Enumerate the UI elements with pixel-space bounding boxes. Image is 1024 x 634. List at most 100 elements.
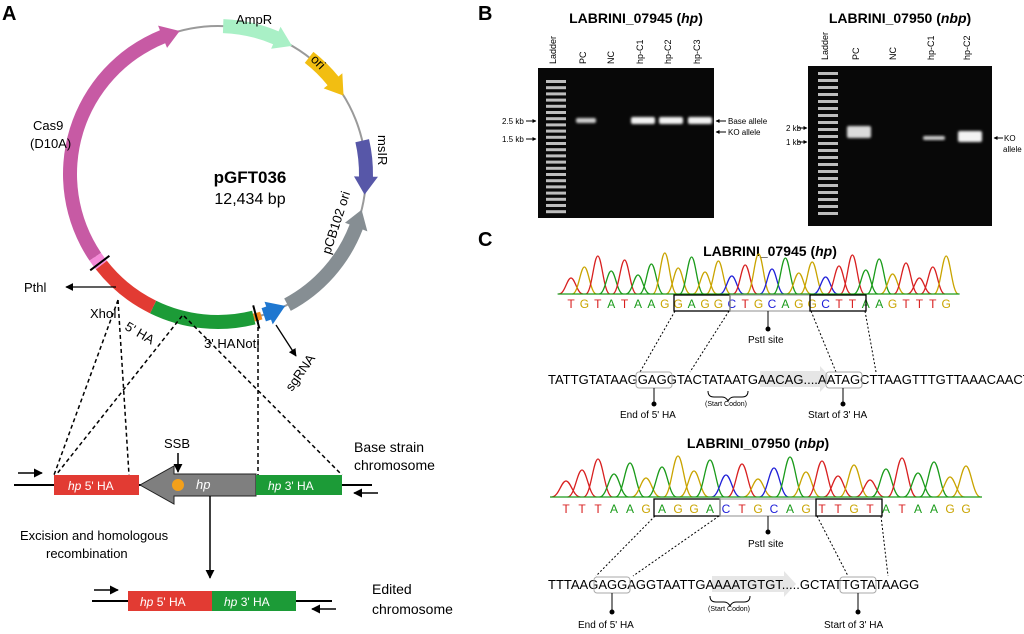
plasmid-features [63,19,378,329]
chromatogram-peak [639,263,664,295]
bottom-gray-arrow [712,571,796,597]
gel-left-marker-2-5kb: 2.5 kb [502,117,524,126]
base-call: G [660,297,669,311]
chromatogram-peak [887,457,917,498]
chromatogram-peak [775,456,805,498]
chromatogram-peak [871,468,901,498]
top-box-gctt [809,294,867,312]
sgrna-arrow [275,324,297,357]
chromatogram-peak [572,266,597,295]
base-call: G [961,502,970,516]
panel-label-a: A [2,3,16,25]
top-gray-arrow [760,366,832,392]
ladder-band [818,86,838,89]
chromatogram-peak [935,476,965,498]
base-call: G [700,297,709,311]
label-3ha: 3' HA [204,336,236,351]
gel-lane-label: hp-C3 [692,39,702,64]
chromatogram-peak [625,274,651,295]
bottom-dash-links [595,515,889,577]
chromatogram-peak [598,270,624,295]
ladder-band [546,160,566,164]
base-call: C [722,502,731,516]
plasmid-name: pGFT036 [214,168,287,187]
seq-bottom-title: LABRINI_07950 (nbp) [687,435,829,451]
hp-gene-label: hp [196,477,210,492]
chromatogram-peak [807,460,837,498]
ladder-band [818,205,838,208]
base-call: A [647,297,655,311]
base-call: A [607,297,615,311]
base-call: G [888,297,897,311]
chromatogram-peak [933,255,959,295]
base-call: T [834,502,842,516]
ladder-band [546,179,566,183]
base-call: G [674,297,683,311]
ladder-band [546,142,566,145]
gel-left-marker-1-5kb: 1.5 kb [502,135,524,144]
label-xhoi: XhoI [90,306,117,321]
chromatogram-peak [951,465,981,498]
base-call: T [866,502,874,516]
edited-hp-5ha-block [128,591,212,611]
base-call: G [754,297,763,311]
chromatogram-peak [719,275,745,295]
top-start3-label: Start of 3' HA [808,410,867,421]
top-end5-label: End of 5' HA [620,410,676,421]
base-call: A [914,502,922,516]
base-call: A [658,502,666,516]
base-call: T [578,502,586,516]
ori-arc [304,51,344,96]
ladder-band [818,191,838,194]
chromatogram-peak [679,470,709,498]
bottom-start3-label: Start of 3' HA [824,620,883,631]
base-call: G [801,502,810,516]
chromatogram-peak [663,455,693,498]
chromatogram-peak [786,272,812,295]
chromatogram-peak [853,269,879,295]
base-call: G [942,297,951,311]
chromatogram-peak [745,253,772,295]
cas9-arc [63,25,180,261]
ladder-band [546,191,566,195]
label-cas9-variant: (D10A) [30,136,71,151]
gel-right-marker-2kb: 2 kb [786,124,802,133]
bottom-start3-dot [855,609,861,615]
ampr-arc [222,19,292,49]
chromatogram-peak [727,463,757,498]
edited-hp-5ha-label: hp 5' HA [140,595,186,609]
gel-lane-label: PC [578,51,588,64]
ladder-band [546,197,566,201]
ladder-band [818,156,838,159]
base-call: G [689,502,698,516]
edited-label-2: chromosome [372,601,453,617]
bottom-end5-label: End of 5' HA [578,620,634,631]
base-call: A [882,502,890,516]
ladder-band [546,104,566,108]
pcb102-arc [284,209,368,311]
ladder-band [546,98,566,102]
base-call: A [781,297,789,311]
ladder-band [546,204,566,207]
ladder-band [546,123,566,127]
excision-label-2: recombination [46,546,128,561]
base-chromosome-label: chromosome [354,457,435,473]
label-ampr: AmpR [236,12,272,27]
gel-right-ko-label-2: allele [1003,145,1022,154]
chromatogram-peak [647,466,677,498]
ladder-band [546,117,566,121]
ladder-band [818,163,838,166]
gel-lane-label: hp-C2 [962,35,972,60]
bottom-start-brace [709,595,751,608]
chromatogram-peak [631,477,661,498]
ladder-band [546,135,566,139]
chromatogram-peak [920,266,946,295]
chromatogram-peak [855,479,885,498]
gel-lane-label: NC [888,47,898,60]
gel-band [958,131,982,142]
base-call: A [930,502,938,516]
